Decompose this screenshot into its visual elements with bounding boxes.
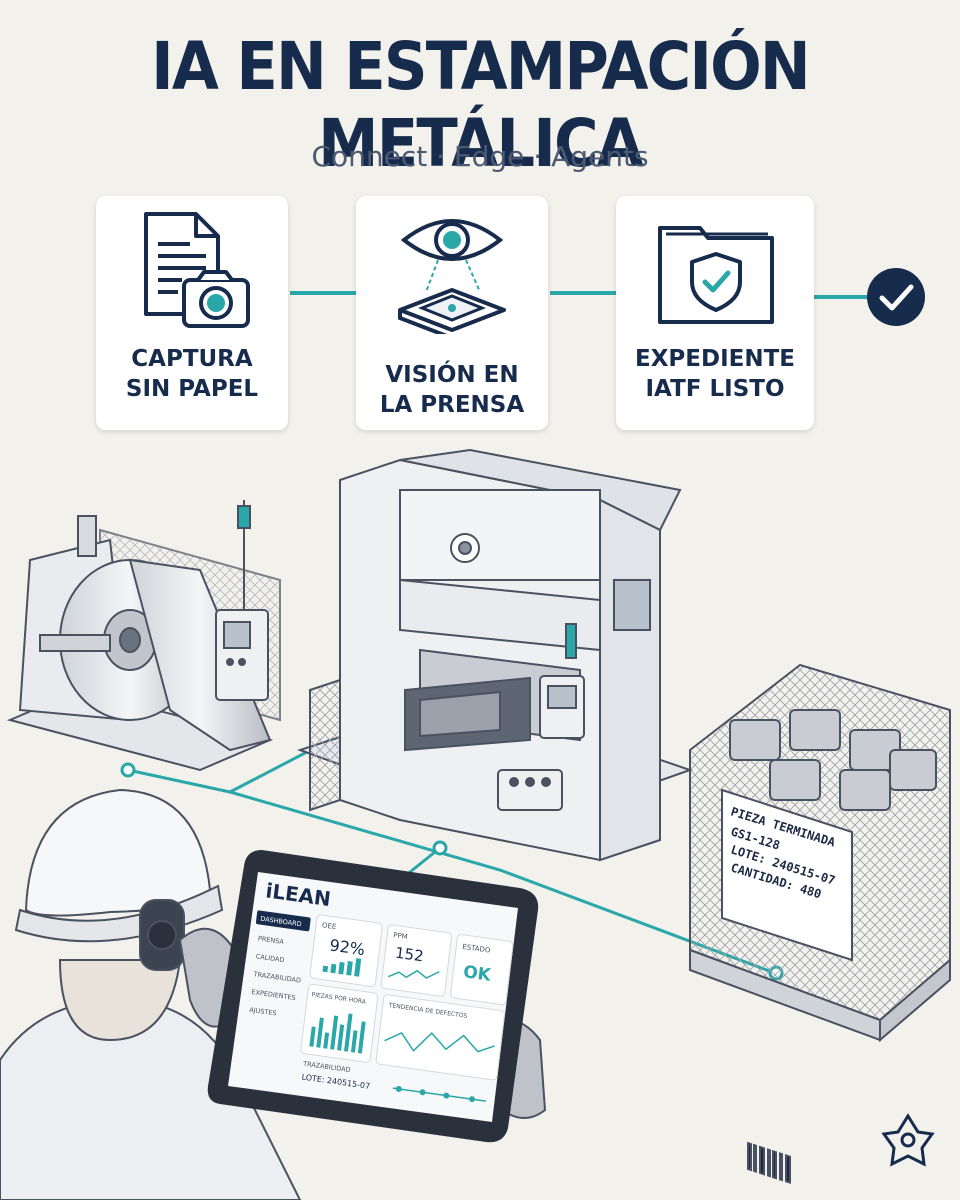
tablet-estado-value: OK <box>462 962 493 986</box>
tablet-oee-value: 92% <box>329 935 366 959</box>
tablet-ppm-label: PPM <box>393 931 408 941</box>
stamping-press <box>296 448 694 862</box>
tablet-nav-prensa[interactable]: PRENSA <box>258 934 285 946</box>
step-label-line1: EXPEDIENTE <box>634 346 796 372</box>
tablet-ppm-value: 152 <box>394 944 425 966</box>
step-label-line2: SIN PAPEL <box>125 376 259 402</box>
page-subtitle: Connect · Edge · Agents <box>311 140 649 173</box>
page-title: IA EN ESTAMPACIÓN METÁLICA <box>151 28 811 182</box>
step-card-iatf: EXPEDIENTE IATF LISTO <box>616 196 814 430</box>
tablet-nav-calidad[interactable]: CALIDAD <box>255 952 284 964</box>
worker-with-hardhat <box>0 788 547 1200</box>
steps-connector <box>290 268 925 326</box>
tablet-nav-ajustes[interactable]: AJUSTES <box>249 1006 277 1018</box>
step-label-line2: LA PRENSA <box>379 392 525 418</box>
corner-logo-icon <box>881 1113 935 1167</box>
decoiler-machine <box>6 500 281 772</box>
ilean-tablet: iLEAN DASHBOARD PRENSA CALIDAD TRAZABILI… <box>207 850 539 1143</box>
step-label-line2: IATF LISTO <box>645 376 785 402</box>
finished-parts-crate <box>689 663 951 1185</box>
tablet-oee-label: OEE <box>322 921 337 931</box>
folder-shield-check-icon <box>658 226 774 324</box>
checkmark-icon <box>867 268 925 326</box>
vision-eye-press-icon <box>398 219 506 334</box>
step-label-line1: VISIÓN EN <box>385 362 519 388</box>
paperless-document-camera-icon <box>144 212 250 328</box>
step-card-paperless: CAPTURA SIN PAPEL <box>96 196 288 430</box>
step-card-vision: VISIÓN EN LA PRENSA <box>356 196 548 430</box>
tablet-estado-label: ESTADO <box>462 943 491 955</box>
factory-scene: PIEZA TERMINADA GS1-128 LOTE: 240515-07 … <box>0 448 951 1200</box>
step-label-line1: CAPTURA <box>131 346 253 372</box>
